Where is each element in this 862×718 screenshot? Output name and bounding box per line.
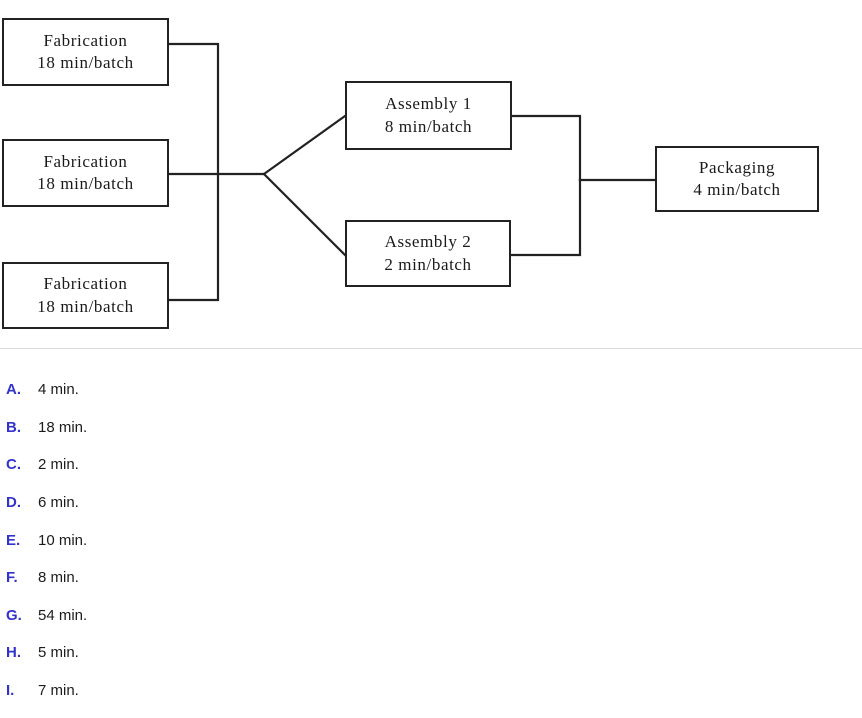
node-rate: 18 min/batch [37, 296, 134, 316]
option-text: 7 min. [38, 682, 79, 700]
edge-fab1-to-bus [167, 42, 220, 176]
answer-option-b[interactable]: B. 18 min. [0, 409, 862, 447]
node-rate: 4 min/batch [693, 180, 781, 199]
option-text: 54 min. [38, 606, 88, 624]
option-text: 6 min. [38, 494, 79, 512]
edge-fab3-to-bus [167, 172, 220, 302]
option-letter: B. [6, 418, 21, 436]
answer-option-a[interactable]: A. 4 min. [0, 371, 862, 409]
process-node-assembly-2: Assembly 2 2 min/batch [345, 220, 511, 287]
option-text: 5 min. [38, 644, 79, 662]
node-rate: 18 min/batch [37, 174, 134, 193]
flow-connector-lines [167, 42, 657, 302]
option-letter: G. [6, 606, 22, 624]
option-letter: D. [6, 494, 21, 512]
answer-option-d[interactable]: D. 6 min. [0, 484, 862, 522]
option-letter: A. [6, 381, 21, 399]
section-divider [0, 348, 862, 349]
edge-apex-to-asm1 [262, 114, 347, 176]
edge-apex-to-asm2 [262, 172, 347, 257]
answer-option-g[interactable]: G. 54 min. [0, 597, 862, 635]
option-text: 18 min. [38, 418, 88, 436]
process-node-fabrication-1: Fabrication 18 min/batch [2, 18, 169, 86]
node-label: Fabrication [43, 151, 128, 171]
option-text: 10 min. [38, 531, 88, 549]
option-letter: F. [6, 569, 18, 587]
node-label: Fabrication [43, 30, 128, 50]
edge-asm2-to-bus [509, 178, 582, 257]
node-label: Packaging [698, 157, 776, 177]
process-flow-diagram: Fabrication 18 min/batch Fabrication 18 … [0, 0, 862, 348]
process-node-fabrication-2: Fabrication 18 min/batch [2, 139, 169, 207]
node-rate: 2 min/batch [384, 254, 472, 274]
option-letter: E. [6, 531, 21, 549]
node-rate: 8 min/batch [384, 116, 473, 136]
answer-option-i[interactable]: I. 7 min. [0, 672, 862, 710]
option-text: 4 min. [38, 381, 79, 399]
answer-option-c[interactable]: C. 2 min. [0, 446, 862, 484]
answer-option-h[interactable]: H. 5 min. [0, 634, 862, 672]
process-node-assembly-1: Assembly 1 8 min/batch [345, 81, 512, 150]
process-node-packaging: Packaging 4 min/batch [655, 146, 819, 212]
option-letter: H. [6, 644, 21, 662]
process-node-fabrication-3: Fabrication 18 min/batch [2, 262, 169, 329]
answer-options-list: A. 4 min. B. 18 min. C. 2 min. D. 6 min.… [0, 371, 862, 709]
node-rate: 18 min/batch [37, 53, 134, 72]
option-letter: I. [6, 682, 15, 700]
answer-option-f[interactable]: F. 8 min. [0, 559, 862, 597]
answer-option-e[interactable]: E. 10 min. [0, 521, 862, 559]
node-label: Assembly 1 [385, 94, 472, 114]
node-label: Fabrication [43, 274, 128, 294]
option-text: 8 min. [38, 569, 79, 587]
option-letter: C. [6, 456, 21, 474]
node-label: Assembly 2 [384, 232, 472, 252]
edge-asm1-to-bus [510, 114, 582, 182]
option-text: 2 min. [38, 456, 79, 474]
